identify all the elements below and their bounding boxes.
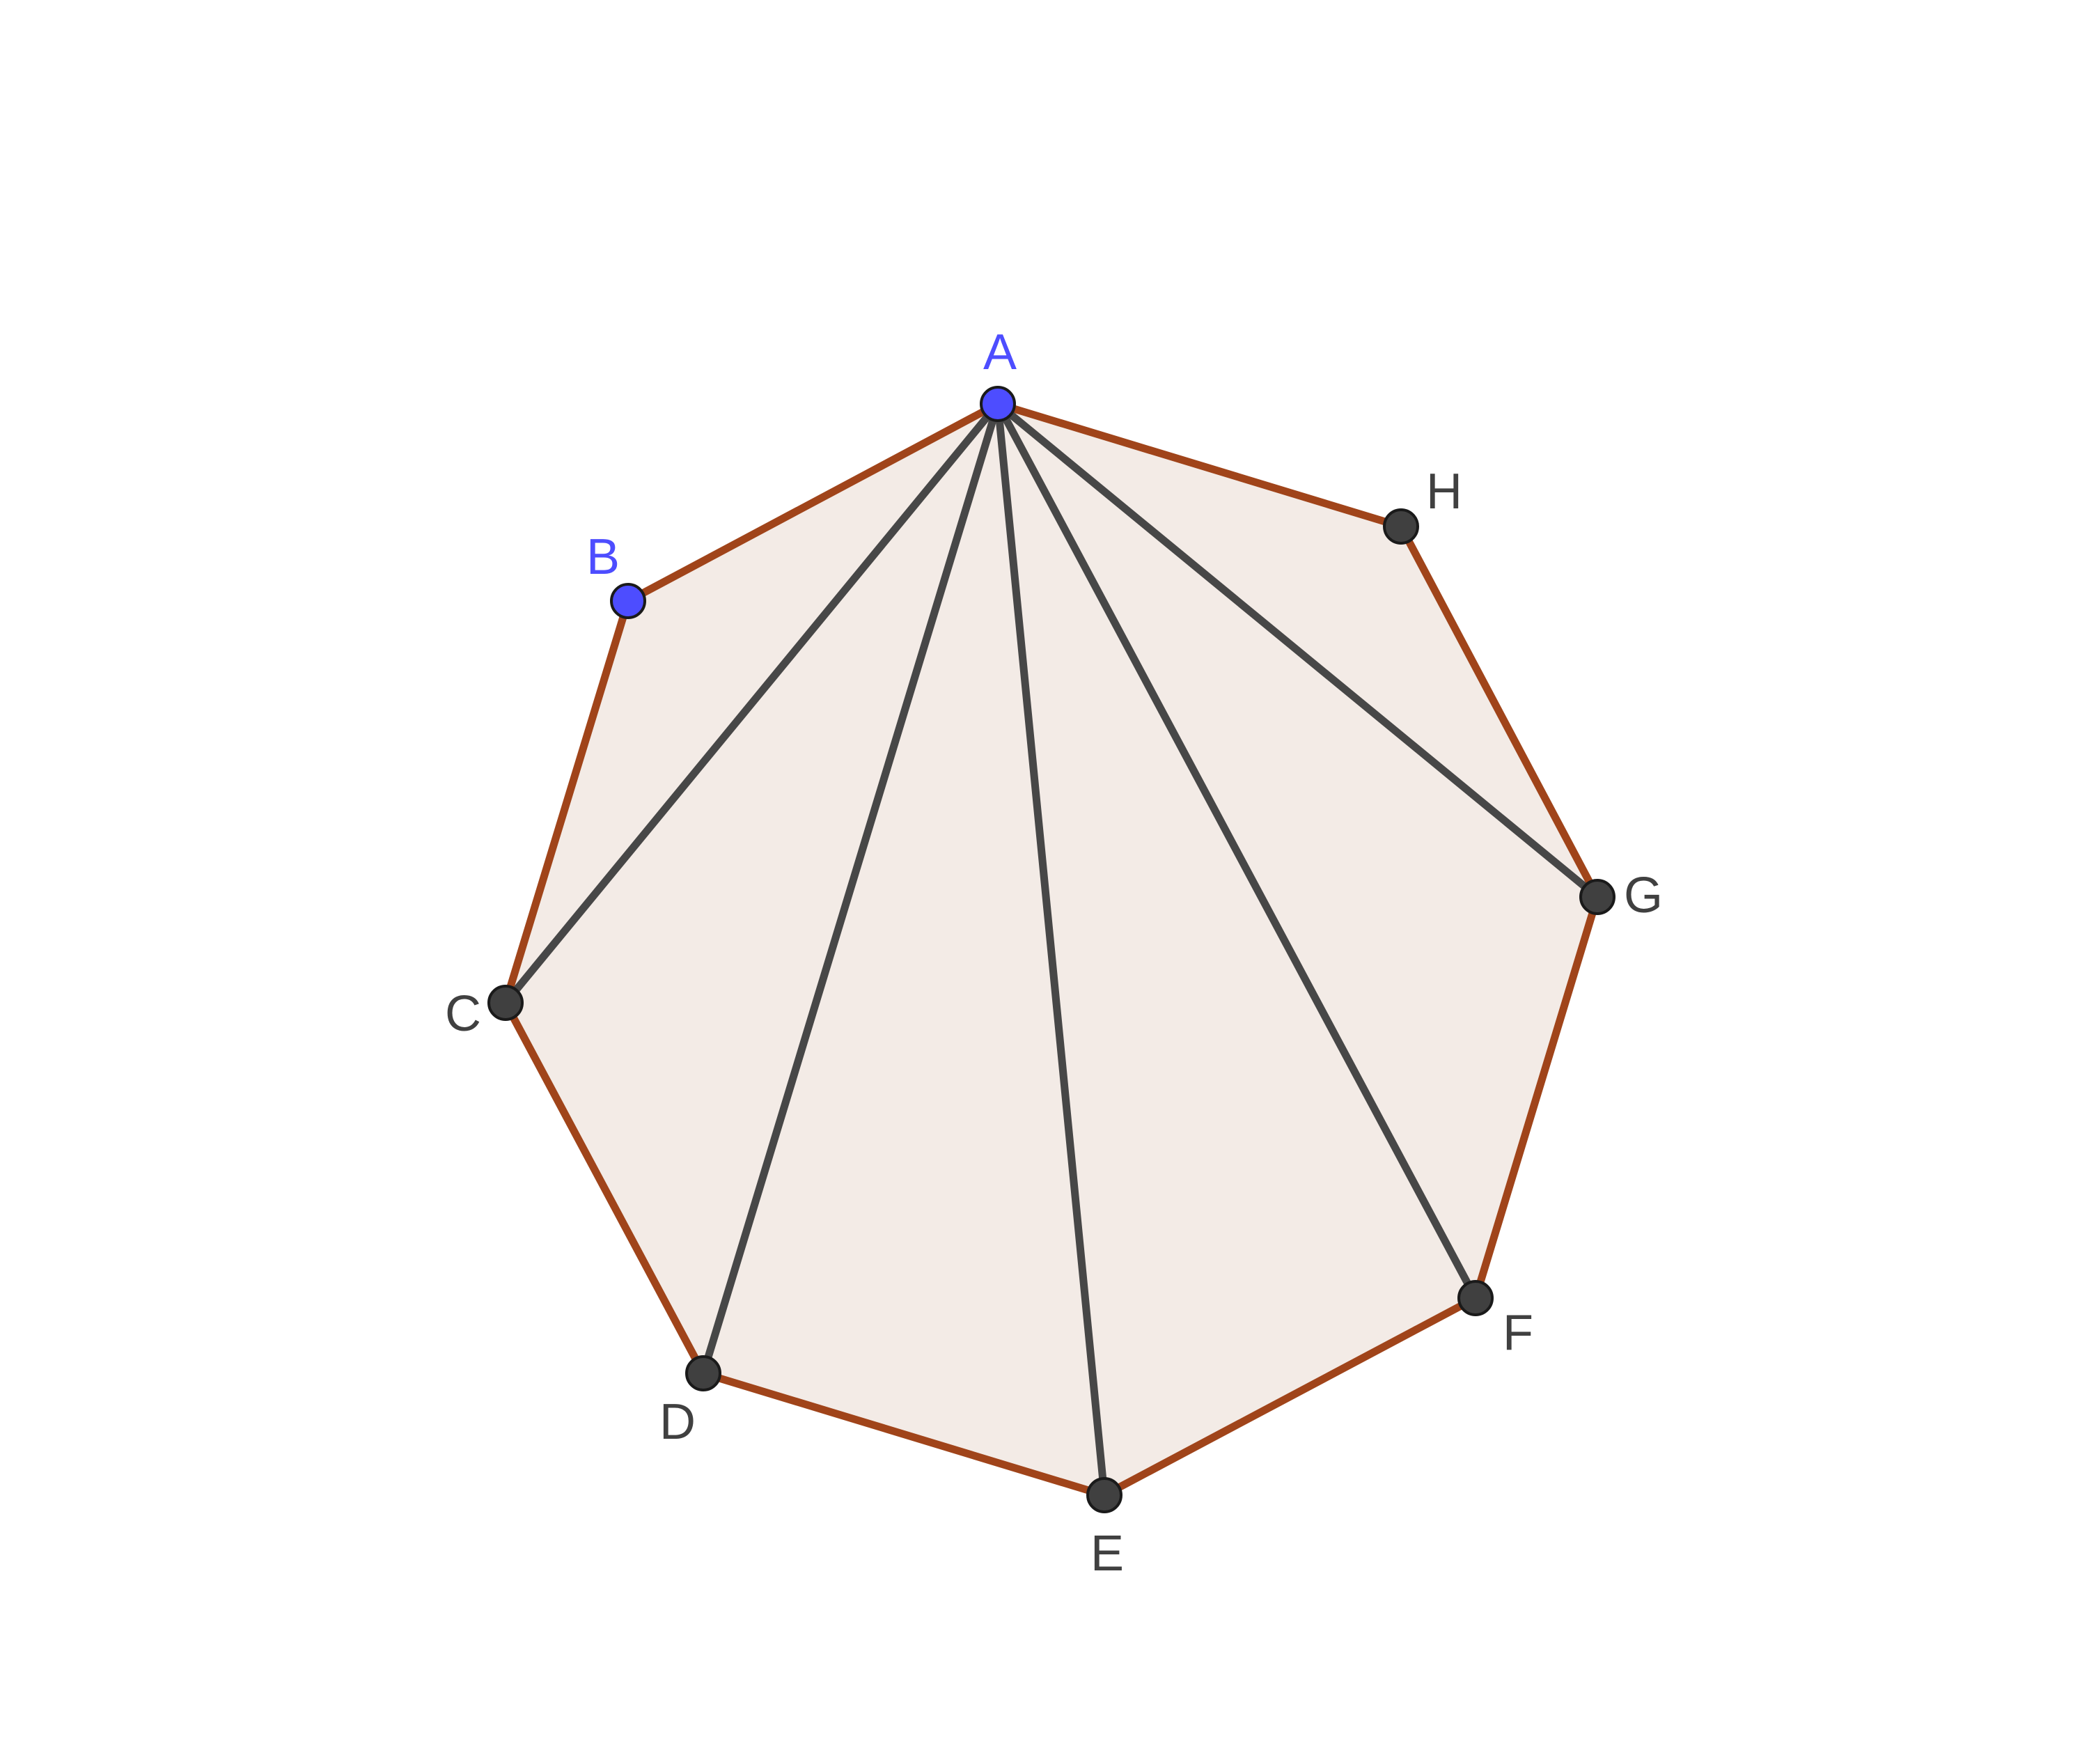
vertex-labels: A B C D E F G H <box>445 325 1663 1582</box>
edge-cd <box>501 999 707 1377</box>
point-d[interactable] <box>685 1355 721 1391</box>
diagonal-ad <box>699 400 1002 1377</box>
point-h[interactable] <box>1383 508 1419 545</box>
edge-ab <box>624 400 1002 605</box>
edge-de <box>699 1369 1109 1499</box>
label-b: B <box>586 529 620 585</box>
point-c[interactable] <box>487 985 524 1021</box>
edge-bc <box>501 597 632 1007</box>
point-e[interactable] <box>1086 1477 1122 1513</box>
label-f: F <box>1503 1305 1533 1361</box>
vertex-points <box>487 386 1615 1513</box>
point-f[interactable] <box>1457 1280 1494 1316</box>
label-e: E <box>1090 1526 1124 1582</box>
label-h: H <box>1426 464 1462 520</box>
label-g: G <box>1624 868 1663 923</box>
edge-ha <box>994 400 1405 531</box>
diagonal-ag <box>994 400 1602 901</box>
diagonal-ae <box>994 400 1109 1499</box>
point-b[interactable] <box>610 583 646 619</box>
diagonals-from-a <box>501 400 1602 1499</box>
point-a[interactable] <box>980 386 1016 422</box>
point-g[interactable] <box>1579 879 1615 915</box>
label-a: A <box>983 325 1017 380</box>
edge-fg <box>1471 893 1602 1302</box>
edge-ef <box>1100 1294 1480 1499</box>
diagonal-ac <box>501 400 1002 1007</box>
diagonal-af <box>994 400 1480 1302</box>
label-c: C <box>445 986 481 1042</box>
octagon-edges <box>501 400 1602 1499</box>
edge-gh <box>1397 522 1602 901</box>
label-d: D <box>659 1394 696 1450</box>
